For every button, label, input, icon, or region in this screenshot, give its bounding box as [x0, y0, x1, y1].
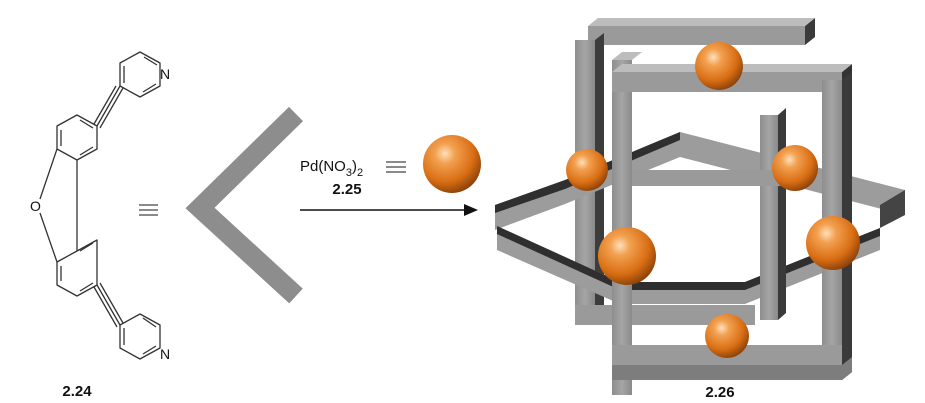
top-nitrogen-label: N	[160, 66, 170, 82]
metal-label: 2.25	[332, 181, 361, 198]
top-alkyne	[96, 85, 121, 127]
pd-node-center-left	[598, 227, 656, 285]
top-pyridine-ring	[119, 51, 161, 98]
reagent-formula: Pd(NO3)2	[300, 158, 363, 179]
oxygen-atom-label: O	[30, 198, 41, 214]
pd-node-upper-left	[566, 149, 608, 191]
reagent-equivalence-symbol	[386, 161, 406, 173]
ligand-structure	[39, 51, 161, 360]
bent-ligand-symbol	[185, 106, 303, 304]
upper-benzene-ring	[56, 114, 98, 161]
pd-node-bottom	[705, 314, 749, 358]
furan-bond-upper	[39, 148, 58, 200]
pd-node-upper-right	[772, 145, 818, 191]
cage-label: 2.26	[705, 384, 734, 401]
equivalence-symbol	[139, 204, 158, 216]
reaction-arrow	[300, 204, 478, 216]
bottom-nitrogen-label: N	[160, 346, 170, 362]
bottom-pyridine-ring	[119, 313, 161, 360]
ligand-label: 2.24	[62, 383, 92, 400]
pd-node-right	[806, 216, 860, 270]
palladium-nodes	[566, 42, 860, 358]
bottom-alkyne	[96, 284, 121, 326]
furan-bond-lower	[39, 212, 58, 263]
pd-node-top	[695, 42, 743, 90]
cage-structure	[495, 18, 905, 395]
palladium-sphere-icon	[423, 135, 481, 193]
